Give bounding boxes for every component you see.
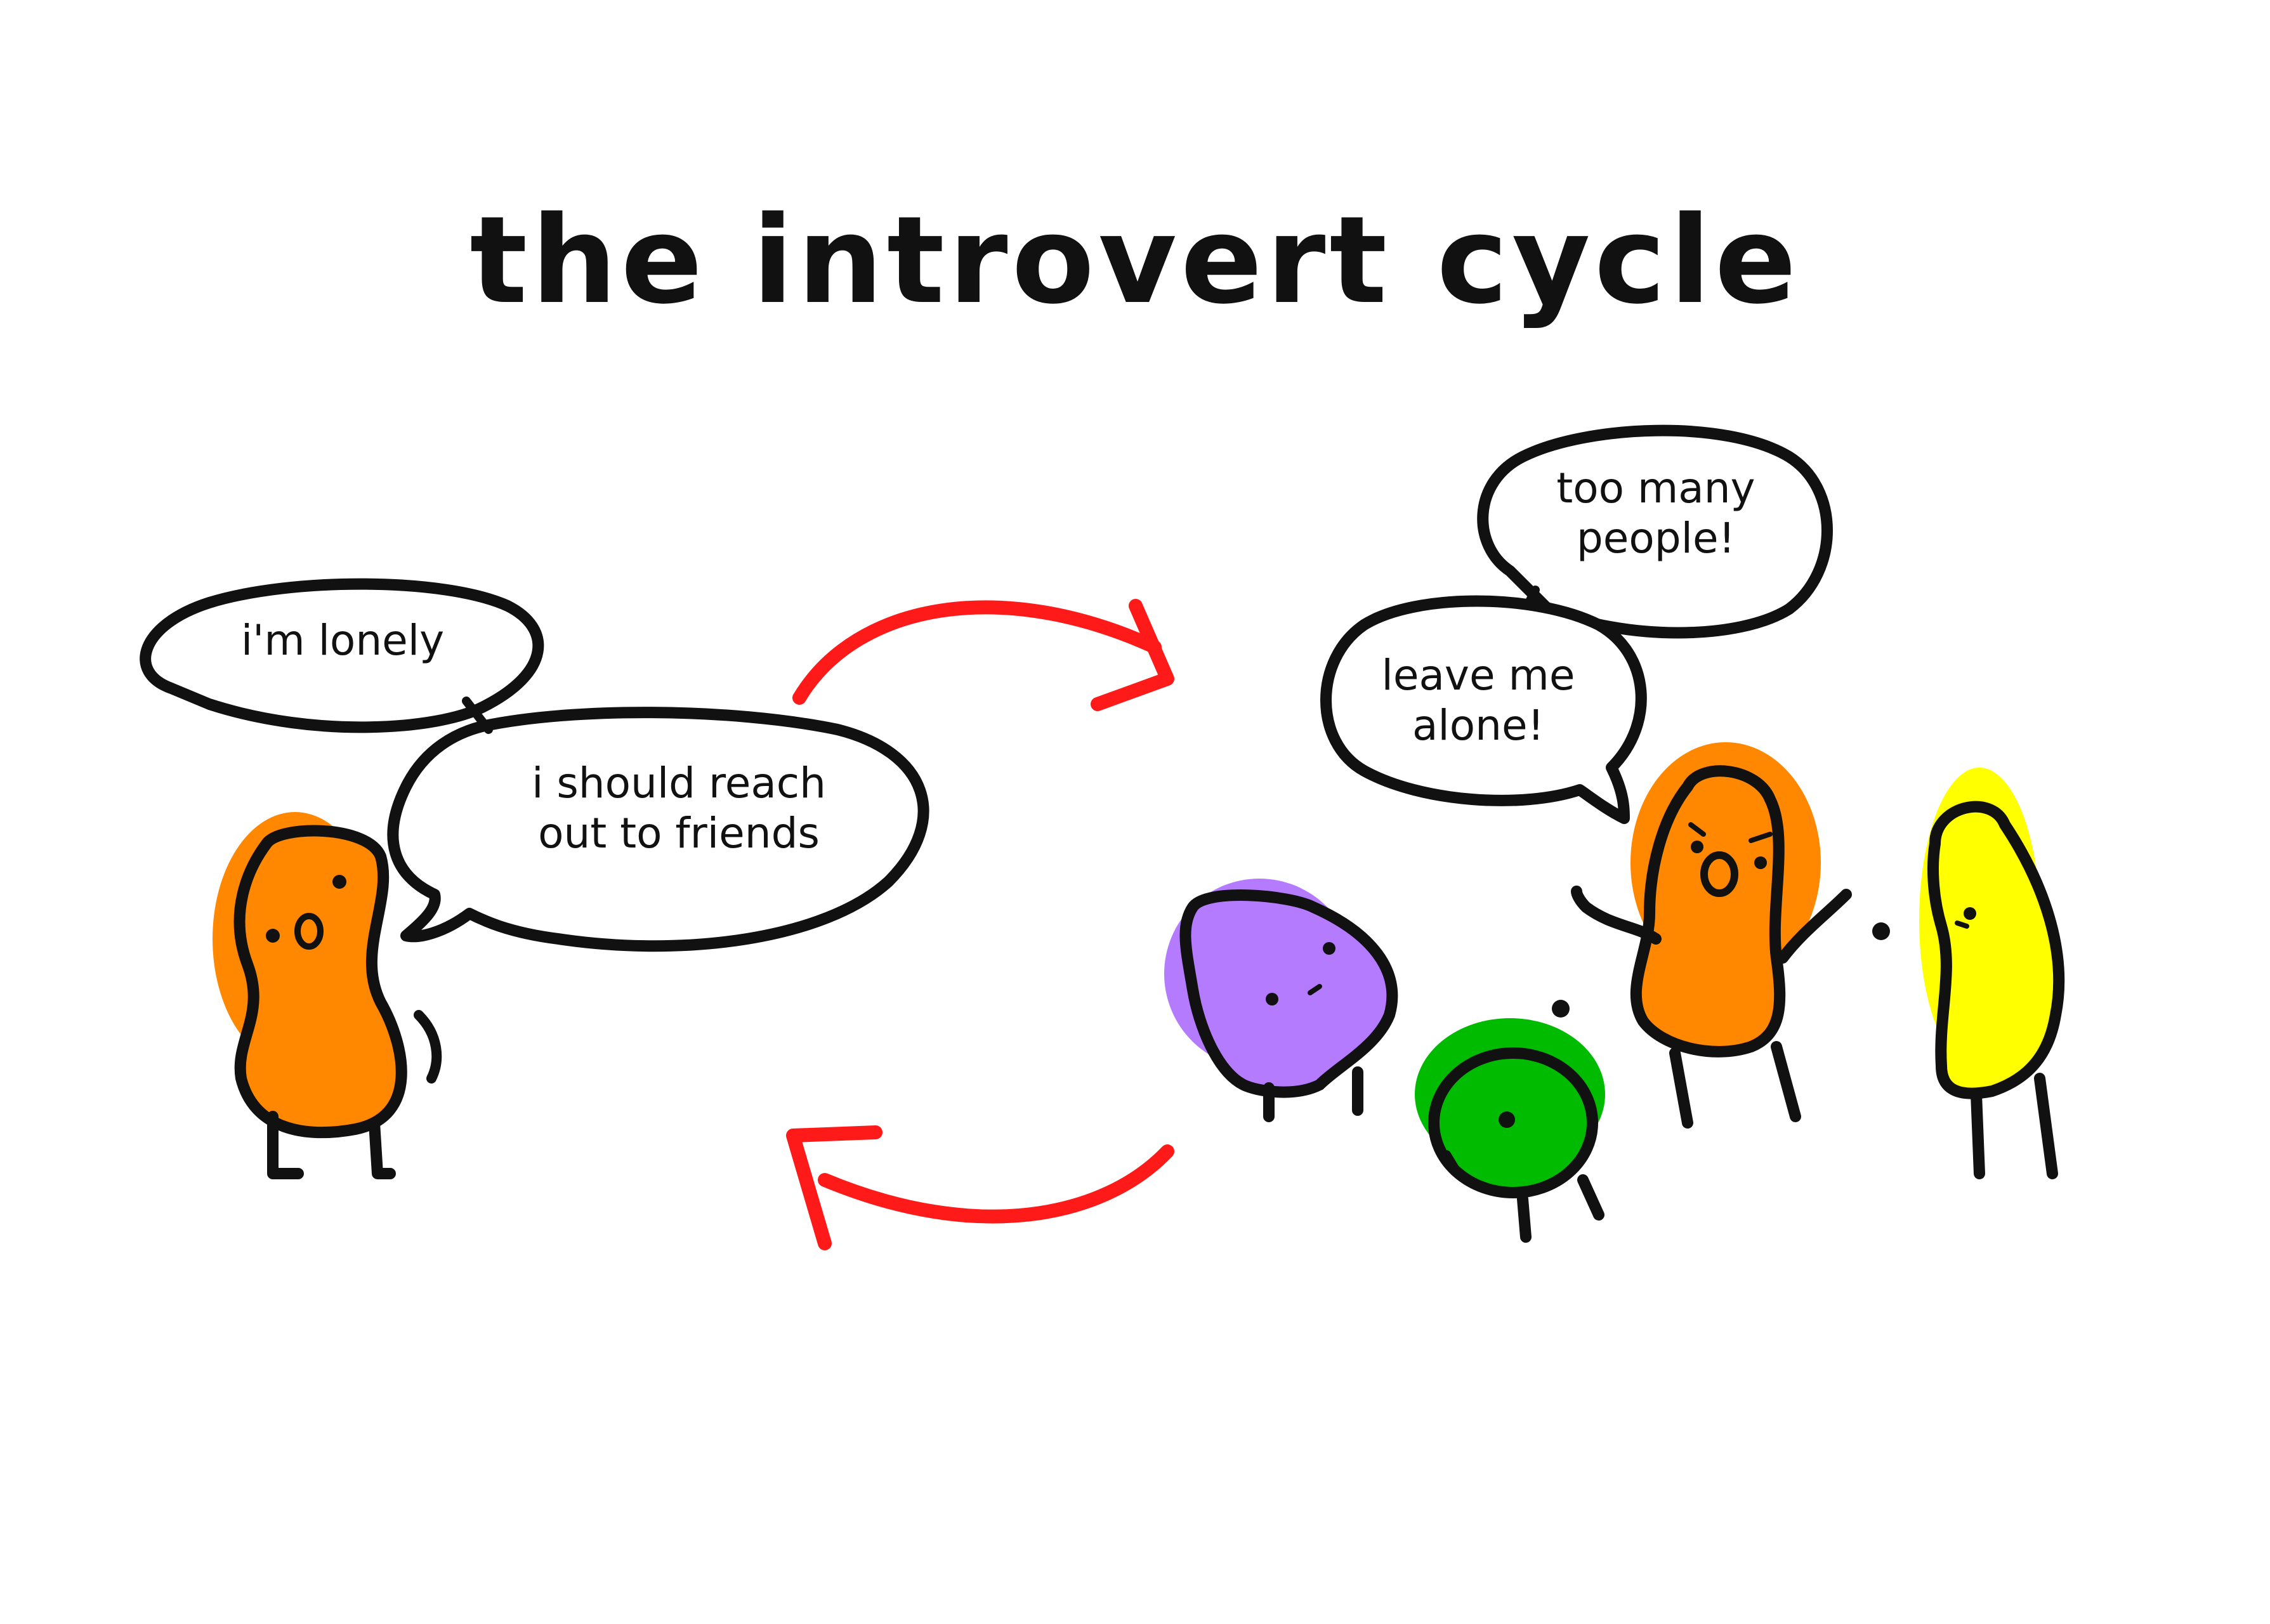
bubble-text-lonely: i'm lonely (240, 616, 445, 665)
bubble-text-too-many-line2: people! (1576, 514, 1736, 563)
purple-bean-character (1164, 879, 1398, 1122)
bubble-text-reach-line2: out to friends (538, 809, 820, 858)
bubble-lonely (140, 578, 544, 733)
arrow-top (792, 599, 1174, 711)
page-title: the introvert cycle (469, 190, 1801, 331)
bubble-text-too-many: too many people! (1510, 463, 1802, 563)
bubble-text-too-many-line1: too many (1556, 464, 1755, 513)
bubble-too-many-people (1477, 424, 1833, 639)
bubble-text-reach-line1: i should reach (532, 759, 826, 808)
bubble-leave-me-alone (1320, 595, 1647, 824)
green-bean-character (1415, 1000, 1605, 1243)
lonely-bean-character (213, 812, 442, 1179)
bubble-text-leave: leave me alone! (1345, 650, 1611, 750)
bubble-text-reach-out: i should reach out to friends (463, 758, 895, 858)
bubble-reach-out (387, 697, 929, 952)
bubble-text-leave-line1: leave me (1381, 651, 1575, 700)
arrow-bottom (786, 1125, 1174, 1250)
shouting-bean-character (1571, 742, 1890, 1129)
yellow-bean-character (1919, 768, 2065, 1179)
bubble-text-leave-line2: alone! (1412, 701, 1545, 750)
